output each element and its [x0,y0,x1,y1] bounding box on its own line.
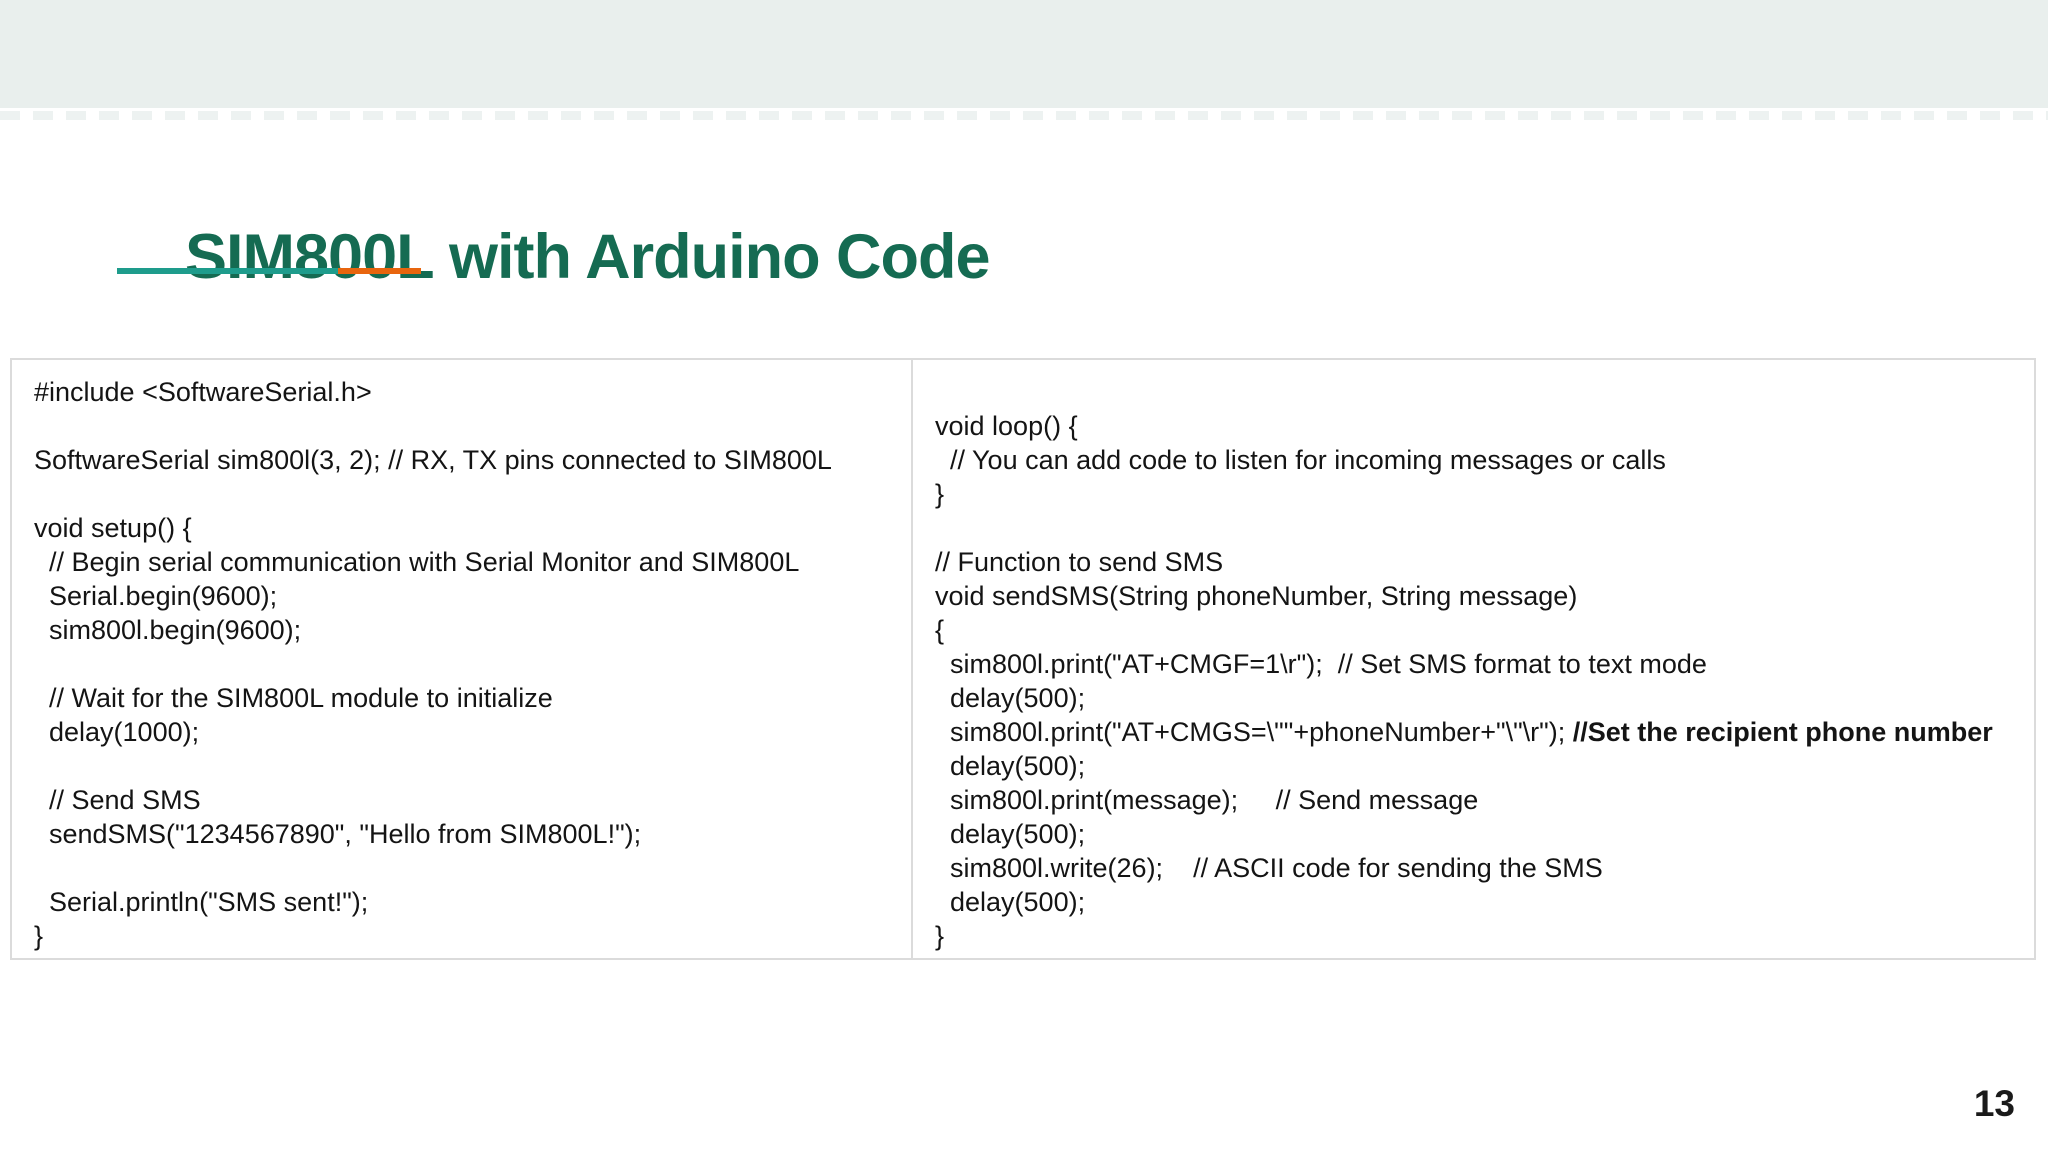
header-band-dotted-edge [0,111,2048,120]
code-panel: #include <SoftwareSerial.h> SoftwareSeri… [10,358,2036,960]
code-column-right: void loop() { // You can add code to lis… [913,360,2034,958]
code-column-left: #include <SoftwareSerial.h> SoftwareSeri… [12,360,913,958]
page-number: 13 [1973,1083,2015,1124]
arduino-loop-sendsms-code: void loop() { // You can add code to lis… [935,411,1993,951]
title-underline-teal [117,268,338,274]
page-title: SIM800L with Arduino Code [185,222,991,293]
header-band [0,0,2048,108]
arduino-setup-code: #include <SoftwareSerial.h> SoftwareSeri… [34,377,832,951]
title-underline-orange [338,268,421,274]
